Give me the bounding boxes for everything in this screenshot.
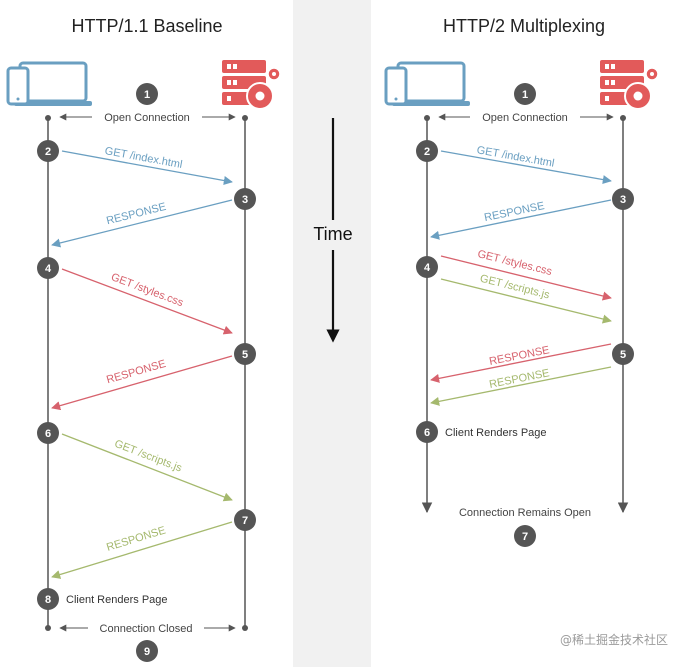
message-arrow xyxy=(430,343,612,383)
svg-text:4: 4 xyxy=(45,263,52,275)
svg-text:7: 7 xyxy=(522,531,528,543)
time-label: Time xyxy=(313,224,352,244)
step-badge: 2 xyxy=(416,140,438,162)
svg-text:3: 3 xyxy=(242,194,248,206)
step-badge: 1 xyxy=(136,83,158,105)
step-badge: 4 xyxy=(37,257,59,279)
open-connection-label: Open Connection xyxy=(104,112,190,124)
message-label: GET /index.html xyxy=(476,144,556,169)
step-badge: 4 xyxy=(416,256,438,278)
message-label: RESPONSE xyxy=(488,367,550,391)
message-arrow xyxy=(51,199,233,248)
laptop-phone-icon xyxy=(384,61,470,106)
step-badge: 7 xyxy=(234,509,256,531)
message-arrow xyxy=(430,199,612,240)
message-arrow xyxy=(440,255,612,301)
message-label: RESPONSE xyxy=(105,358,167,386)
open-connection-label: Open Connection xyxy=(482,112,568,124)
step-badge: 9 xyxy=(136,640,158,662)
client-renders-label: Client Renders Page xyxy=(66,594,168,606)
svg-text:6: 6 xyxy=(424,427,430,439)
message-arrow xyxy=(430,366,612,406)
svg-text:4: 4 xyxy=(424,262,431,274)
server-gear-icon xyxy=(600,60,659,110)
step-badge: 3 xyxy=(234,188,256,210)
message-label: RESPONSE xyxy=(488,344,550,368)
step-badge: 2 xyxy=(37,140,59,162)
step-badge: 8 xyxy=(37,588,59,610)
message-arrow xyxy=(61,268,233,335)
client-renders-label: Client Renders Page xyxy=(445,427,547,439)
message-arrow xyxy=(440,150,612,185)
svg-text:2: 2 xyxy=(45,146,51,158)
message-label: GET /scripts.js xyxy=(113,438,184,475)
svg-text:1: 1 xyxy=(522,89,528,101)
message-label: GET /index.html xyxy=(104,145,184,171)
step-badge: 7 xyxy=(514,525,536,547)
svg-text:7: 7 xyxy=(242,515,248,527)
message-label: RESPONSE xyxy=(105,524,167,553)
step-badge: 5 xyxy=(234,343,256,365)
step-badge: 6 xyxy=(37,422,59,444)
step-badge: 6 xyxy=(416,421,438,443)
step-badge: 5 xyxy=(612,343,634,365)
message-arrow xyxy=(51,355,233,411)
connection-open-label: Connection Remains Open xyxy=(459,507,591,519)
laptop-phone-icon xyxy=(6,61,92,106)
svg-text:5: 5 xyxy=(242,349,248,361)
message-arrow xyxy=(61,433,233,502)
server-gear-icon xyxy=(222,60,281,110)
message-arrow xyxy=(440,278,612,324)
svg-text:2: 2 xyxy=(424,146,430,158)
message-label: GET /styles.css xyxy=(109,271,185,309)
svg-text:9: 9 xyxy=(144,646,150,658)
step-badge: 3 xyxy=(612,188,634,210)
message-arrow xyxy=(61,150,233,186)
step-badge: 1 xyxy=(514,83,536,105)
svg-text:3: 3 xyxy=(620,194,626,206)
svg-text:6: 6 xyxy=(45,428,51,440)
http1-title: HTTP/1.1 Baseline xyxy=(71,16,222,36)
message-arrow xyxy=(51,521,233,579)
watermark: @稀土掘金技术社区 xyxy=(560,632,668,647)
http2-title: HTTP/2 Multiplexing xyxy=(443,16,605,36)
svg-text:1: 1 xyxy=(144,89,150,101)
svg-text:8: 8 xyxy=(45,594,51,606)
svg-text:5: 5 xyxy=(620,349,626,361)
connection-closed-label: Connection Closed xyxy=(100,623,193,635)
